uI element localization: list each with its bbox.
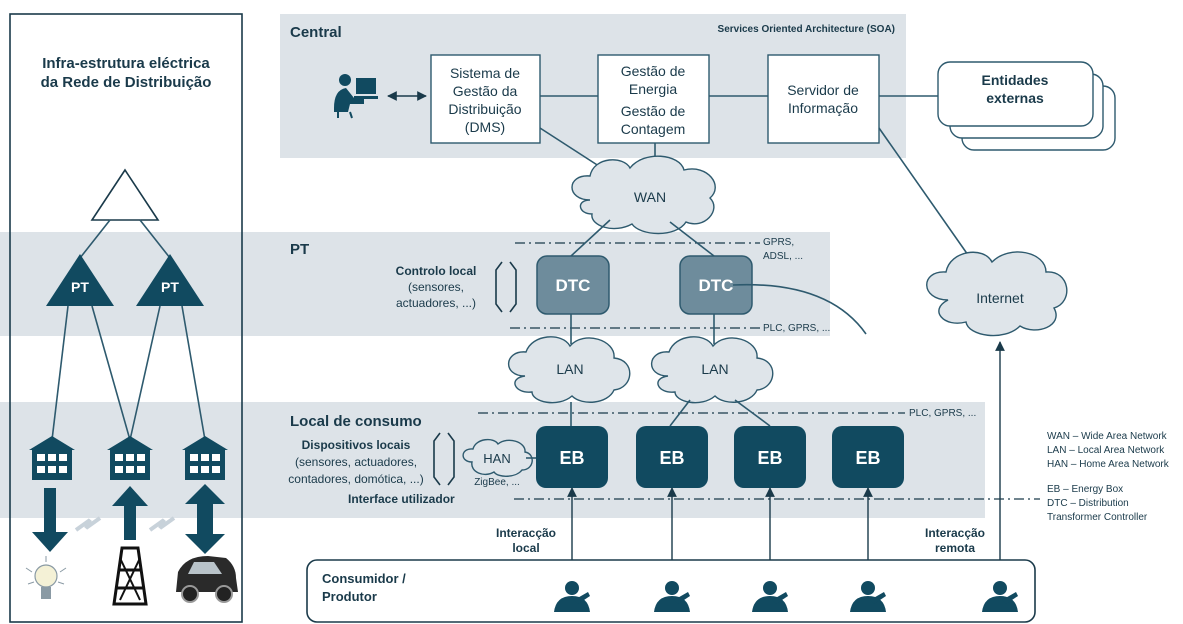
pt-plc-label: PLC, GPRS, ...	[763, 323, 830, 334]
gestao-line-3: Gestão de	[621, 103, 686, 119]
servidor-line-1: Servidor de	[787, 82, 859, 98]
dms-line-2: Gestão da	[453, 83, 518, 99]
interaccao-remota-line-2: remota	[935, 541, 975, 555]
pt-label-right: PT	[161, 279, 179, 295]
electric-car-icon	[176, 556, 238, 603]
local-section-label: Local de consumo	[290, 413, 422, 430]
dtc-box-1	[536, 255, 610, 315]
interaccao-local-line-1: Interacção	[496, 526, 556, 540]
double-arrow-icon	[185, 484, 225, 554]
lan-label-1: LAN	[556, 361, 583, 377]
gprs-line-2: ADSL, ...	[763, 251, 803, 262]
pt-label-left: PT	[71, 279, 89, 295]
lightning-icon-1	[74, 516, 102, 532]
lan-label-2: LAN	[701, 361, 728, 377]
light-bulb-icon	[25, 556, 67, 599]
central-label: Central	[290, 24, 342, 41]
eb-box-4	[832, 426, 904, 488]
pt-section-label: PT	[290, 241, 309, 258]
wan-label: WAN	[634, 189, 666, 205]
dtc-label-1: DTC	[556, 276, 591, 295]
legend-lan: LAN – Local Area Network	[1047, 445, 1165, 456]
legend-dtc-1: DTC – Distribution	[1047, 498, 1129, 509]
eb-label-2: EB	[659, 448, 684, 468]
consumer-line-1: Consumidor /	[322, 571, 406, 586]
power-plant-icon	[112, 546, 148, 606]
entidades-line-1: Entidades	[982, 72, 1049, 88]
gestao-line-4: Contagem	[621, 121, 686, 137]
dispositivos-title: Dispositivos locais	[302, 438, 411, 452]
pt-triangle-left	[46, 254, 114, 306]
eb-label-3: EB	[757, 448, 782, 468]
lan-cloud-2	[651, 336, 774, 404]
eb-box-1	[536, 426, 608, 488]
gestao-line-1: Gestão de	[621, 63, 686, 79]
wan-cloud	[571, 155, 716, 235]
dms-line-3: Distribuição	[448, 101, 521, 117]
interaccao-remota-line-1: Interacção	[925, 526, 985, 540]
lan-cloud-1	[508, 336, 631, 404]
legend-eb: EB – Energy Box	[1047, 484, 1123, 495]
controlo-line-3: actuadores, ...)	[396, 296, 476, 310]
legend-dtc-2: Transformer Controller	[1047, 512, 1148, 523]
infrastructure-title-line2: da Rede de Distribuição	[41, 74, 212, 91]
entidades-box	[937, 61, 1094, 127]
gestao-line-2: Energia	[629, 81, 677, 97]
dms-line-1: Sistema de	[450, 65, 520, 81]
eb-label-4: EB	[855, 448, 880, 468]
controlo-line-2: (sensores,	[408, 280, 464, 294]
arrow-up-icon	[112, 486, 148, 540]
legend-wan: WAN – Wide Area Network	[1047, 431, 1168, 442]
consumer-line-2: Produtor	[322, 589, 377, 604]
servidor-line-2: Informação	[788, 100, 858, 116]
eb-label-1: EB	[559, 448, 584, 468]
interaccao-local-line-2: local	[512, 541, 539, 555]
dtc-label-2: DTC	[699, 276, 734, 295]
gprs-line-1: GPRS,	[763, 237, 794, 248]
han-cloud	[462, 438, 533, 477]
interface-label: Interface utilizador	[348, 492, 455, 506]
gestao-energia-box	[597, 54, 710, 144]
dms-box	[430, 54, 541, 144]
zigbee-label: ZigBee, ...	[474, 477, 520, 488]
dms-line-4: (DMS)	[465, 119, 505, 135]
infrastructure-title-line1: Infra-estrutura eléctrica	[42, 55, 210, 72]
dispositivos-link-icon	[433, 432, 455, 486]
local-plc-label: PLC, GPRS, ...	[909, 408, 976, 419]
pt-triangle-right	[136, 254, 204, 306]
substation-triangle	[90, 168, 160, 221]
legend-han: HAN – Home Area Network	[1047, 459, 1170, 470]
soa-label: Services Oriented Architecture (SOA)	[718, 24, 895, 35]
infrastructure-panel	[9, 13, 243, 623]
operator-workstation-icon	[334, 74, 378, 119]
controlo-link-icon	[495, 261, 517, 313]
eb-box-3	[734, 426, 806, 488]
lightning-icon-2	[148, 516, 176, 532]
dispositivos-line-1: (sensores, actuadores,	[295, 455, 417, 469]
controlo-line-1: Controlo local	[396, 264, 477, 278]
servidor-box	[767, 54, 880, 144]
internet-cloud	[926, 251, 1068, 337]
han-label: HAN	[483, 451, 510, 466]
dtc-internet-link	[732, 283, 867, 335]
internet-label: Internet	[976, 290, 1024, 306]
eb-box-2	[636, 426, 708, 488]
entidades-line-2: externas	[986, 90, 1044, 106]
arrow-down-icon	[32, 488, 68, 552]
dispositivos-line-2: contadores, domótica, ...)	[288, 472, 423, 486]
